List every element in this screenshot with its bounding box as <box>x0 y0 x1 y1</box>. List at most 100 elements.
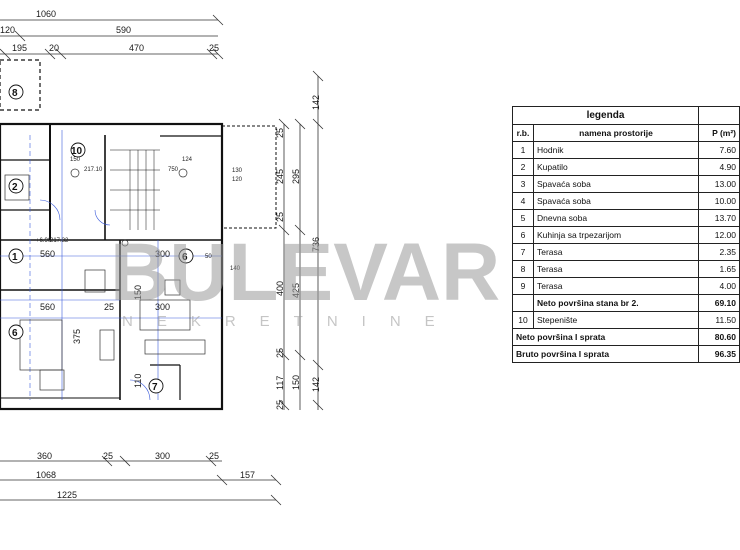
dim-top-590: 590 <box>116 25 131 35</box>
legend-stair-name: Stepenište <box>533 311 699 329</box>
legend-stair-row: 10 Stepenište 11.50 <box>512 311 740 329</box>
dim-inner-300-b: 300 <box>155 302 170 312</box>
legend-room-area: 1.65 <box>698 260 740 278</box>
legend-bruto-sprata-row: Bruto površina I sprata 96.35 <box>512 345 740 363</box>
legend-rb: 6 <box>512 226 534 244</box>
dim-inner-300-a: 300 <box>155 249 170 259</box>
legend-room-name: Hodnik <box>533 141 699 159</box>
legend-rb: 3 <box>512 175 534 193</box>
legend-room-area: 10.00 <box>698 192 740 210</box>
dim-right-140: 140 <box>230 266 241 272</box>
level-6-90: +6.90 <box>36 238 52 244</box>
legend-room-area: 7.60 <box>698 141 740 159</box>
dim-inner-110: 110 <box>133 374 143 388</box>
legend-rb: 9 <box>512 277 534 295</box>
dim-right-25-d: 25 <box>275 400 285 410</box>
dim-bottom-1068: 1068 <box>36 470 56 480</box>
legend-room-name: Spavaća soba <box>533 192 699 210</box>
dim-bottom-25-a: 25 <box>103 451 113 461</box>
dim-inner-217-10: 217.10 <box>84 167 103 173</box>
dim-right-245: 245 <box>275 169 285 184</box>
legend-rb: 8 <box>512 260 534 278</box>
dim-right-150: 150 <box>291 375 301 390</box>
legend-neto-sprata-row: Neto površina I sprata 80.60 <box>512 328 740 346</box>
dim-inner-750: 750 <box>168 167 179 173</box>
right-dimensions <box>278 70 324 411</box>
dim-inner-375: 375 <box>72 329 82 344</box>
legend-neto-stana-row: Neto površina stana br 2. 69.10 <box>512 294 740 312</box>
dim-right-295: 295 <box>291 169 301 184</box>
dim-inner-150: 150 <box>70 157 81 163</box>
room-6-left-label: 6 <box>12 328 18 339</box>
dim-right-142-top: 142 <box>311 95 321 110</box>
legend-room-name: Spavaća soba <box>533 175 699 193</box>
dim-top-120: 120 <box>0 25 15 35</box>
dim-inner-130: 130 <box>232 168 243 174</box>
dim-bottom-157: 157 <box>240 470 255 480</box>
dim-inner-560-b: 560 <box>40 302 55 312</box>
legend-room-name: Kuhinja sa trpezarijom <box>533 226 699 244</box>
room-markers: 8 10 2 1 6 6 7 <box>8 84 194 394</box>
dim-inner-560-a: 560 <box>40 249 55 259</box>
legend-stair-area: 11.50 <box>698 311 740 329</box>
dim-right-142-bottom: 142 <box>311 377 321 392</box>
dim-top-25: 25 <box>209 43 219 53</box>
legend-room-area: 4.00 <box>698 277 740 295</box>
legend-bruto-sprata-area: 96.35 <box>698 345 740 363</box>
dim-inner-120: 120 <box>232 177 243 183</box>
legend-room-name: Kupatilo <box>533 158 699 176</box>
legend-neto-stana-label: Neto površina stana br 2. <box>533 294 699 312</box>
room-1-label: 1 <box>12 252 18 263</box>
legend-room-area: 4.90 <box>698 158 740 176</box>
legend-room-area: 13.70 <box>698 209 740 227</box>
legend-rb: 2 <box>512 158 534 176</box>
dim-bottom-360: 360 <box>37 451 52 461</box>
legend-neto-sprata-label: Neto površina I sprata <box>512 328 699 346</box>
legend-header-area: P (m²) <box>698 124 740 142</box>
dim-right-400: 400 <box>275 281 285 296</box>
dim-bottom-300: 300 <box>155 451 170 461</box>
legend-rb: 1 <box>512 141 534 159</box>
legend-room-area: 2.35 <box>698 243 740 261</box>
legend-title-spacer <box>698 106 740 125</box>
room-6-right-label: 6 <box>182 252 188 263</box>
dim-top-20: 20 <box>49 43 59 53</box>
dim-right-117: 117 <box>275 376 285 390</box>
legend-rb: 7 <box>512 243 534 261</box>
dim-right-25-b: 25 <box>275 212 285 222</box>
room-2-label: 2 <box>12 182 18 193</box>
dim-top-1060: 1060 <box>36 9 56 19</box>
legend-room-area: 12.00 <box>698 226 740 244</box>
room-8-label: 8 <box>12 88 18 99</box>
legend-neto-stana-area: 69.10 <box>698 294 740 312</box>
dim-inner-124: 124 <box>182 157 193 163</box>
legend-room-name: Terasa <box>533 277 699 295</box>
legend-neto-sprata-area: 80.60 <box>698 328 740 346</box>
legend-rb: 4 <box>512 192 534 210</box>
dim-bottom-25-b: 25 <box>209 451 219 461</box>
dim-bottom-1225: 1225 <box>57 490 77 500</box>
dim-inner-150: 150 <box>133 285 143 300</box>
dim-right-736: 736 <box>311 237 321 252</box>
legend-title: legenda <box>512 106 699 125</box>
room-7-label: 7 <box>152 382 158 393</box>
level-217-32: 217.32 <box>50 238 69 244</box>
detail-lines <box>0 130 222 401</box>
top-dimensions <box>0 14 224 60</box>
furniture <box>4 168 206 391</box>
dim-right-50: 50 <box>205 254 212 260</box>
legend-room-name: Terasa <box>533 243 699 261</box>
legend-empty-cell <box>512 294 534 312</box>
floor-plan-drawing: 1060 120 590 195 20 470 25 <box>0 9 324 506</box>
dim-right-425: 425 <box>291 283 301 298</box>
